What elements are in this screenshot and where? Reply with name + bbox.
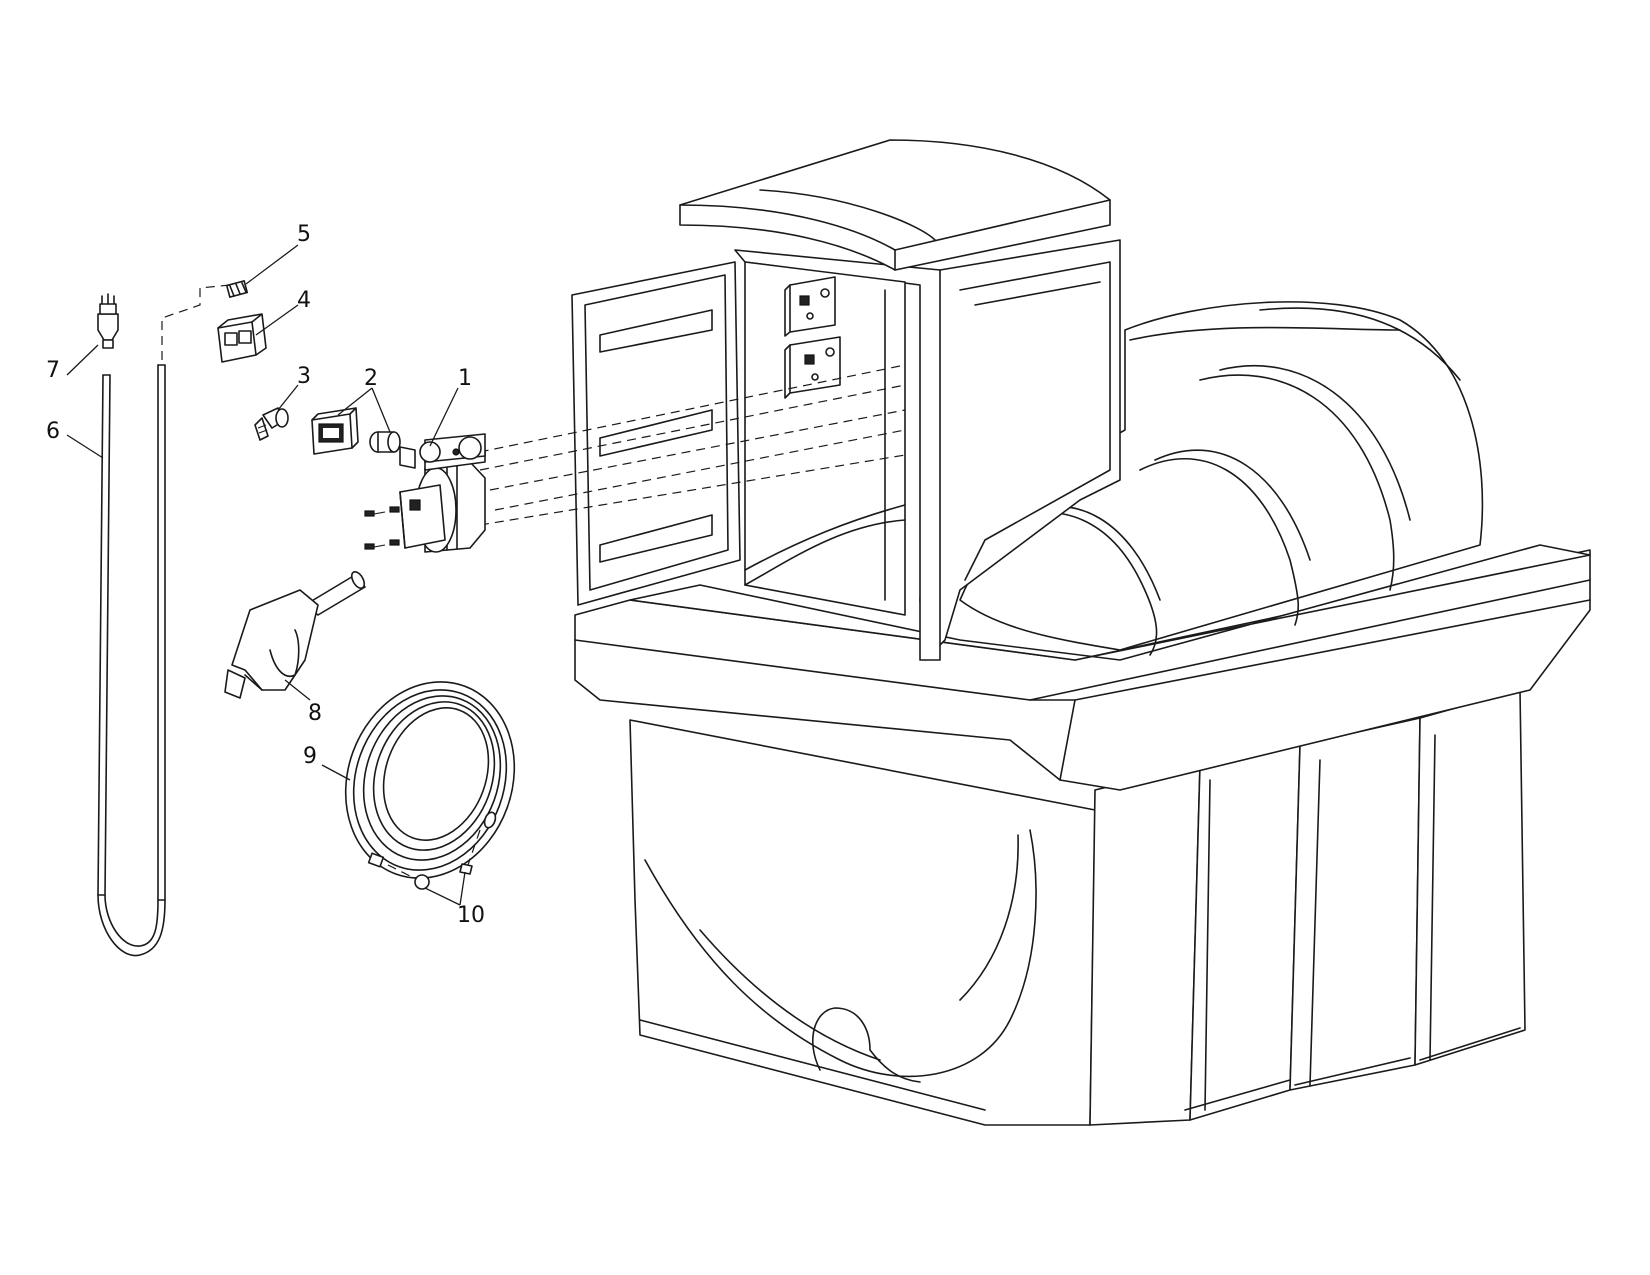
door-slot-middle: [599, 409, 713, 457]
control-box-upper: [784, 276, 836, 337]
tank-dome-rib-2: [1139, 457, 1300, 626]
coiled-hose: [344, 681, 516, 879]
tank-front-cavity: [644, 829, 1037, 1078]
cabinet-roof: [679, 139, 1111, 271]
pipe-fitting: [369, 431, 401, 453]
tank-dome-rib-3: [1199, 374, 1395, 591]
callout-labels: 1 2 3 4 5 6 7 8 9 10: [46, 222, 485, 928]
control-box-lower: [784, 336, 841, 399]
cabinet-shelf: [744, 519, 906, 586]
callout-4: 4: [297, 288, 311, 313]
callout-1: 1: [458, 366, 472, 391]
swivel-connector: [254, 407, 289, 441]
tank-drain-recess: [812, 1007, 921, 1083]
door-slot-top: [599, 309, 713, 353]
tank-lower-body: [629, 719, 1096, 1126]
callout-5: 5: [297, 222, 311, 247]
fuel-nozzle: [224, 571, 366, 699]
door-slot-bottom: [599, 514, 713, 563]
tank-top-deck: [629, 544, 1591, 661]
tank-rib-3: [1289, 717, 1421, 1091]
suction-hose: [97, 284, 231, 957]
plug-connector: [225, 280, 249, 298]
callout-3: 3: [297, 364, 311, 389]
assembly-guide-lines: [464, 364, 906, 526]
callout-6: 6: [46, 419, 60, 444]
callout-8: 8: [308, 701, 322, 726]
fuel-tank: [571, 139, 1591, 1126]
leader-lines: [66, 244, 466, 906]
callout-7: 7: [46, 358, 60, 383]
breakaway-fitting: [97, 293, 119, 349]
hose-clamps: [387, 829, 481, 890]
flow-meter: [311, 407, 359, 455]
pump-motor: [364, 433, 486, 553]
callout-2: 2: [364, 366, 378, 391]
tank-rib-1: [1089, 764, 1201, 1126]
callout-9: 9: [303, 744, 317, 769]
callout-10: 10: [457, 903, 485, 928]
switch-housing: [217, 313, 267, 363]
